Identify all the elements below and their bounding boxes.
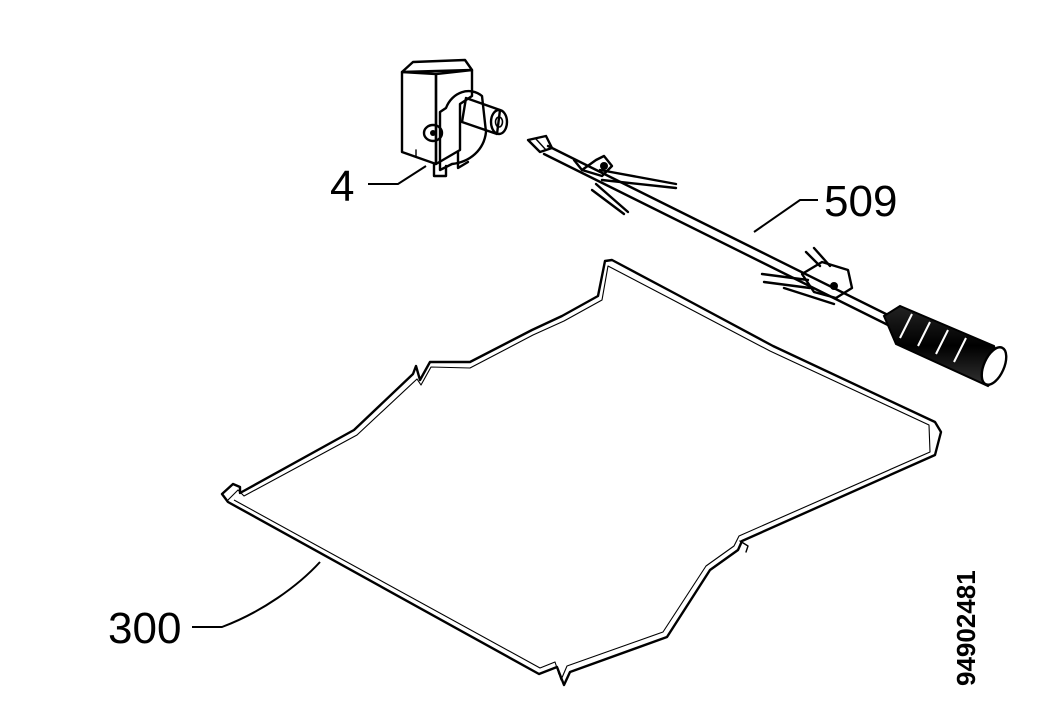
leader-line-509 xyxy=(753,199,818,233)
part-label-spit: 509 xyxy=(824,177,897,226)
leader-line-4 xyxy=(368,165,427,185)
wire-rack-illustration xyxy=(220,258,943,687)
leader-line-300 xyxy=(192,561,321,628)
part-label-motor: 4 xyxy=(330,162,354,211)
part-label-rack: 300 xyxy=(108,604,181,653)
spit-rod-illustration xyxy=(526,134,1008,388)
document-number: 94902481 xyxy=(951,570,981,686)
spit-motor-illustration xyxy=(400,58,509,178)
